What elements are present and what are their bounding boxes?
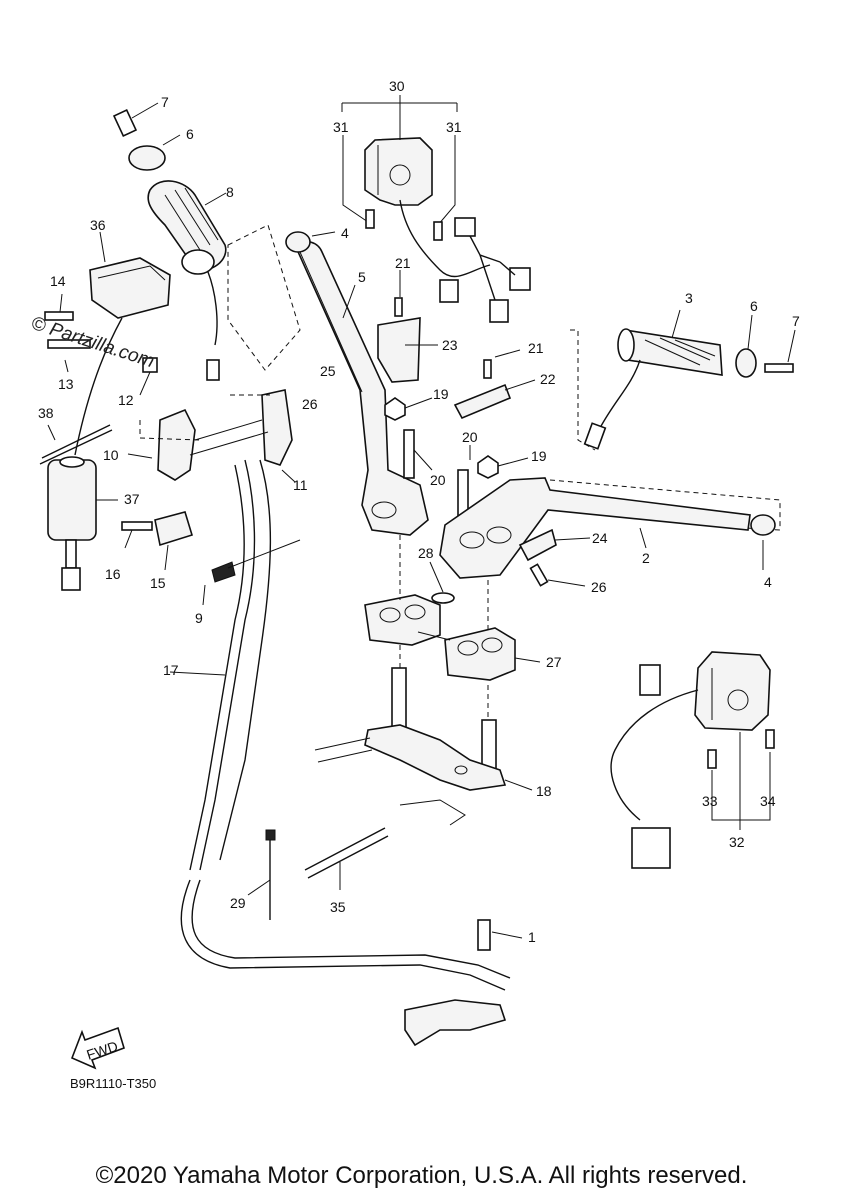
bolt-14 <box>44 311 74 321</box>
callout-13: 13 <box>58 376 74 392</box>
callout-4: 4 <box>341 225 349 241</box>
callout-14: 14 <box>50 273 66 289</box>
callout-8: 8 <box>226 184 234 200</box>
clutch-cable[interactable] <box>189 459 272 871</box>
brake-fluid-reservoir[interactable] <box>47 456 97 591</box>
screw-21b <box>483 359 492 379</box>
nut-19a <box>384 397 406 421</box>
callout-22: 22 <box>540 371 556 387</box>
bracket-24 <box>518 528 557 562</box>
callout-28: 28 <box>418 545 434 561</box>
upper-holder-27 <box>444 627 516 681</box>
callout-21: 21 <box>395 255 411 271</box>
callout-16: 16 <box>105 566 121 582</box>
bolt-13 <box>47 339 91 349</box>
callout-35: 35 <box>330 899 346 915</box>
left-switch-assembly[interactable] <box>364 137 531 323</box>
callout-20: 20 <box>430 472 446 488</box>
callout-19: 19 <box>531 448 547 464</box>
fwd-arrow-icon: FWD <box>70 1026 125 1070</box>
bracket-23 <box>377 317 421 383</box>
copyright-notice: ©2020 Yamaha Motor Corporation, U.S.A. A… <box>95 1162 748 1189</box>
callout-19: 19 <box>433 386 449 402</box>
right-handlebar[interactable] <box>439 477 751 579</box>
callout-29: 29 <box>230 895 246 911</box>
callout-26: 26 <box>302 396 318 412</box>
left-handlebar[interactable] <box>293 240 429 536</box>
callout-10: 10 <box>103 447 119 463</box>
screw-31b <box>433 221 443 241</box>
callout-15: 15 <box>150 575 166 591</box>
callout-20: 20 <box>462 429 478 445</box>
callout-11: 11 <box>293 477 308 493</box>
cable-bracket <box>404 999 507 1047</box>
right-grip[interactable] <box>583 328 723 450</box>
screw-26b <box>529 563 549 587</box>
callout-32: 32 <box>729 834 745 850</box>
callout-5: 5 <box>358 269 366 285</box>
callout-7: 7 <box>161 94 169 110</box>
callout-38: 38 <box>38 405 54 421</box>
lower-holder <box>364 594 441 646</box>
right-grip-weight <box>735 348 757 378</box>
callout-1: 1 <box>528 929 536 945</box>
callout-7: 7 <box>792 313 800 329</box>
callout-24: 24 <box>592 530 608 546</box>
screw-31a <box>365 209 375 229</box>
callout-34: 34 <box>760 793 776 809</box>
callout-33: 33 <box>702 793 718 809</box>
handlebar-bracket[interactable] <box>314 667 507 826</box>
grip-end-weight <box>128 145 166 171</box>
callout-6: 6 <box>186 126 194 142</box>
screw-33 <box>707 749 717 769</box>
callout-12: 12 <box>118 392 134 408</box>
callout-17: 17 <box>163 662 179 678</box>
bar-end-4b <box>750 514 776 536</box>
right-switch-assembly[interactable] <box>610 651 771 869</box>
callout-9: 9 <box>195 610 203 626</box>
switch-15 <box>154 511 193 547</box>
callout-18: 18 <box>536 783 552 799</box>
callout-labels: 1234456677891011121314151617181919202021… <box>38 78 800 945</box>
callout-30: 30 <box>389 78 405 94</box>
callout-37: 37 <box>124 491 140 507</box>
cable-tie-35 <box>304 827 389 879</box>
washer-28 <box>431 592 455 604</box>
throttle-grip[interactable] <box>147 180 227 381</box>
callout-25: 25 <box>320 363 336 379</box>
callout-31: 31 <box>333 119 349 135</box>
bar-end-4a <box>285 231 311 253</box>
callout-27: 27 <box>546 654 562 670</box>
callout-4: 4 <box>764 574 772 590</box>
screw-34 <box>765 729 775 749</box>
nut-19b <box>477 455 499 479</box>
bolt-1 <box>477 919 491 951</box>
callout-2: 2 <box>642 550 650 566</box>
callout-6: 6 <box>750 298 758 314</box>
cable-tie-29-head <box>265 829 276 841</box>
diagram-code: B9R1110-T350 <box>70 1076 156 1091</box>
callout-3: 3 <box>685 290 693 306</box>
callout-31: 31 <box>446 119 462 135</box>
screw-21a <box>394 297 403 317</box>
right-grip-screw <box>764 363 794 373</box>
callout-23: 23 <box>442 337 458 353</box>
callout-21: 21 <box>528 340 544 356</box>
bolt-20a <box>403 429 415 479</box>
callout-26: 26 <box>591 579 607 595</box>
grip-end-screw <box>112 109 138 137</box>
callout-36: 36 <box>90 217 106 233</box>
clutch-holder[interactable] <box>157 389 293 481</box>
screw-16 <box>121 521 153 531</box>
cable-clamp-9 <box>211 561 236 583</box>
reservoir-cover[interactable] <box>89 257 171 319</box>
bracket-22 <box>453 383 512 420</box>
